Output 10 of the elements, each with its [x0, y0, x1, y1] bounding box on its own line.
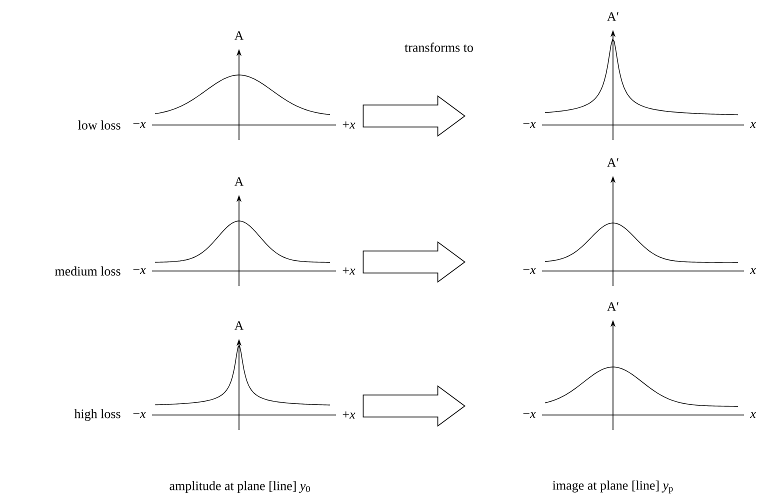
axis-label: A′: [607, 158, 618, 167]
axis-label: A′: [607, 302, 618, 311]
block-arrow: [362, 95, 466, 137]
edge-label: transforms to: [404, 42, 474, 53]
block-arrow: [362, 241, 466, 283]
caption: image at plane [line] y$_{p}$: [552, 480, 673, 494]
caption: amplitude at plane [line] y$_{0}$: [170, 481, 310, 493]
block-arrow: [362, 385, 466, 427]
axis-label: A: [234, 321, 244, 330]
axis-label: A: [234, 177, 244, 186]
